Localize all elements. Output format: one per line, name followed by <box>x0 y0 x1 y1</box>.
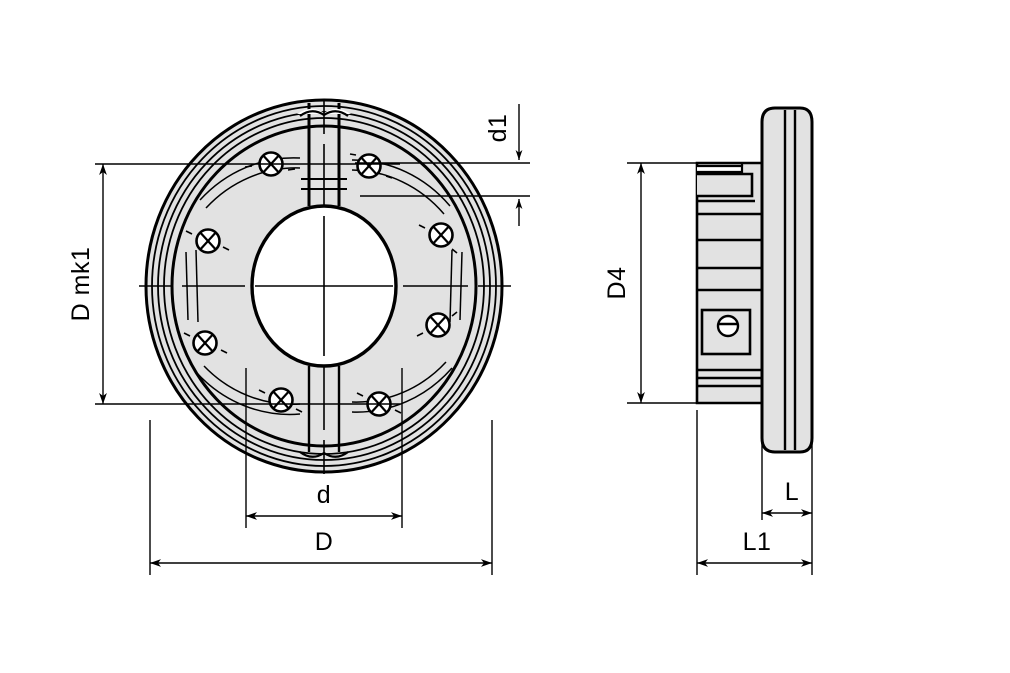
front-bolt-tick-marks <box>183 153 458 414</box>
dimension-label-d: d <box>317 481 331 509</box>
bolt-hole <box>192 330 218 356</box>
side-hub-steps <box>697 199 762 388</box>
dimension-d1: d1 <box>355 104 530 226</box>
dimension-label-dmk1: D mk1 <box>67 247 95 322</box>
side-flange-plate <box>760 106 814 454</box>
dimension-dmk1: D mk1 <box>67 163 400 405</box>
front-center-lines <box>139 99 511 474</box>
set-screw-detail <box>700 308 752 356</box>
bolt-hole <box>428 222 454 248</box>
side-view-group <box>695 106 814 454</box>
bolt-hole <box>195 228 221 254</box>
dimension-D4: D4 <box>603 162 700 404</box>
bolt-hole <box>268 387 294 413</box>
side-hub-body <box>695 161 764 405</box>
side-view-dimensions: D4 L L1 <box>603 162 813 575</box>
dimension-label-L: L <box>785 478 799 506</box>
front-view-group <box>139 98 511 474</box>
front-view-dimensions: D mk1 d1 d D <box>67 104 530 575</box>
bolt-hole <box>425 312 451 338</box>
dimension-L: L <box>761 440 813 575</box>
bolt-hole-group <box>192 151 454 417</box>
dimension-d: d <box>245 368 403 528</box>
dimension-label-d1: d1 <box>484 114 512 143</box>
dimension-L1: L1 <box>696 410 812 575</box>
bolt-hole <box>356 153 382 179</box>
dimension-label-D: D <box>315 528 334 556</box>
dimension-D: D <box>149 420 493 575</box>
dimension-label-D4: D4 <box>603 267 631 300</box>
side-keyway-notch <box>697 163 754 198</box>
dimension-label-L1: L1 <box>743 528 772 556</box>
